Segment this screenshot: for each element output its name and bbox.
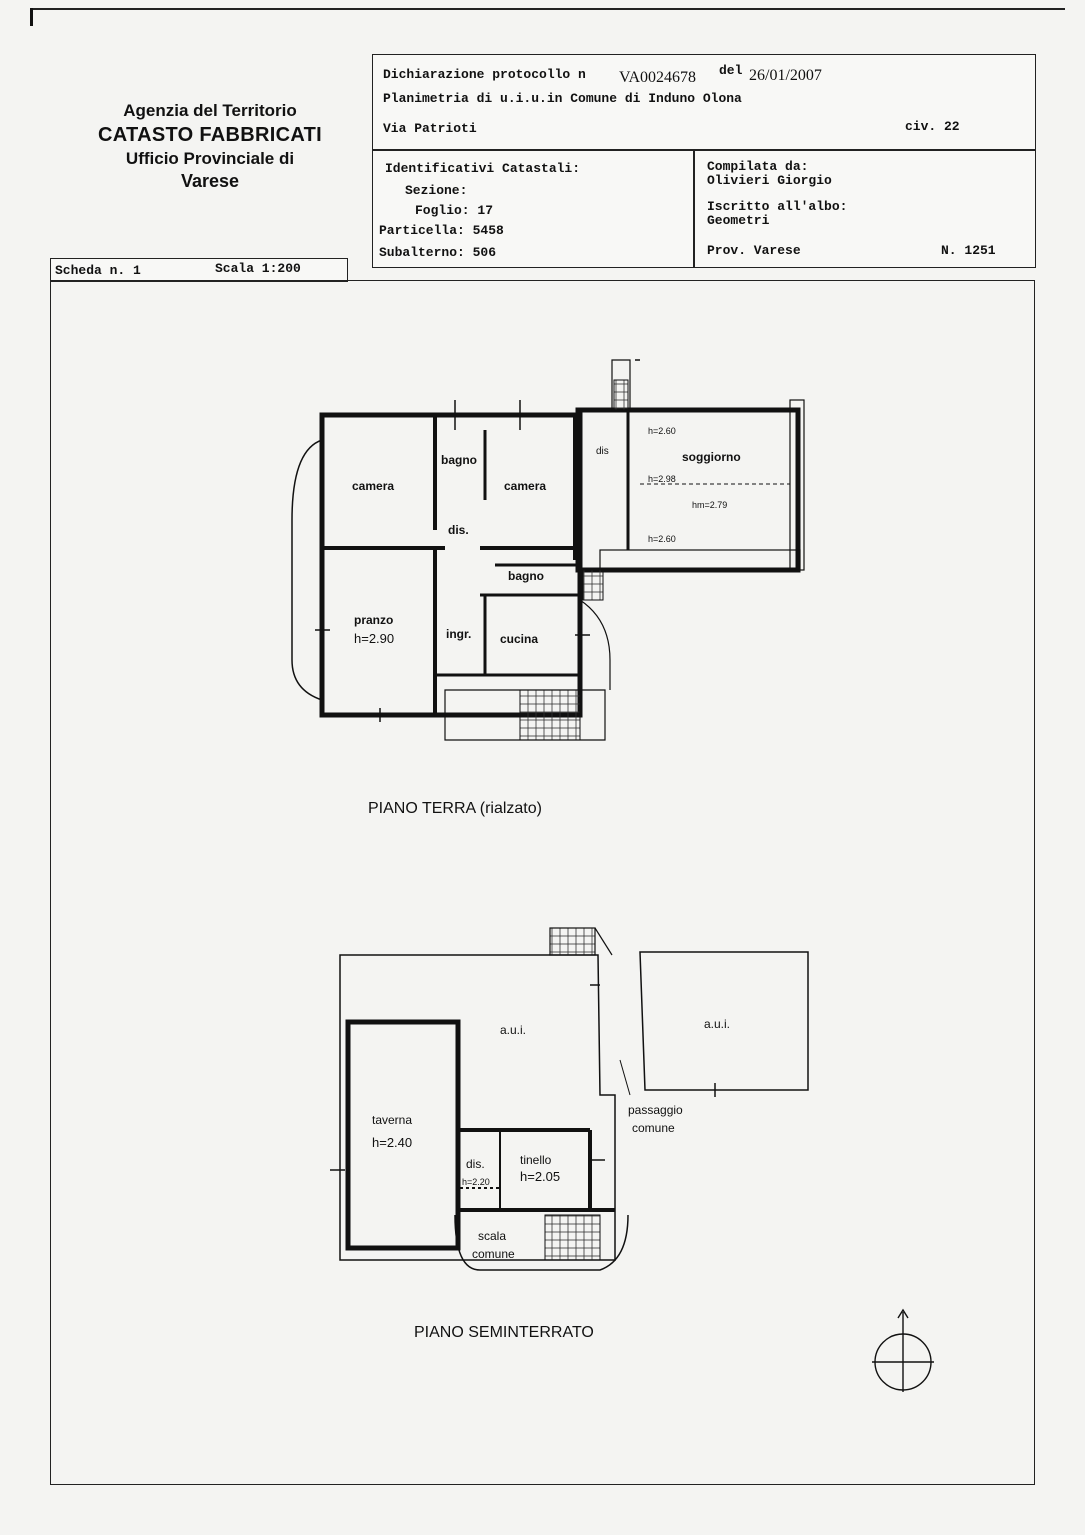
agency-name: Agenzia del Territorio [123, 101, 297, 120]
room-aui-2: a.u.i. [704, 1017, 730, 1031]
declaration-label: Dichiarazione protocollo n [383, 67, 586, 82]
planimetry-line: Planimetria di u.i.u.in Comune di Induno… [383, 91, 742, 106]
albo-label: Iscritto all'albo: [707, 199, 848, 214]
agency-block: Agenzia del Territorio CATASTO FABBRICAT… [85, 100, 335, 194]
declaration-date: 26/01/2007 [749, 67, 822, 84]
header-column-divider [693, 149, 695, 267]
basement-labels: a.u.i. a.u.i. passaggio comune taverna h… [372, 1017, 730, 1261]
basement-plan [330, 927, 809, 1271]
basement-taverna-walls [345, 1019, 461, 1251]
top-tick [30, 8, 33, 26]
ground-floor-labels: camera bagno camera dis. dis h=2.60 sogg… [352, 426, 741, 646]
room-soggiorno: soggiorno [682, 450, 741, 464]
ground-terrace-left [291, 439, 323, 701]
height-hm-279: hm=2.79 [692, 500, 727, 510]
albo-value: Geometri [707, 213, 770, 228]
declaration-date-label: del [719, 63, 743, 78]
ground-floor-plan [291, 359, 805, 741]
basement-outer-wall [339, 954, 616, 1261]
street: Via Patrioti [383, 121, 477, 136]
scala-line-1: scala [478, 1229, 506, 1243]
passaggio-line-1: passaggio [628, 1103, 683, 1117]
ground-living-wing [575, 407, 801, 573]
scala-line-2: comune [472, 1247, 515, 1261]
room-taverna-height: h=2.40 [372, 1135, 412, 1150]
room-aui-1: a.u.i. [500, 1023, 526, 1037]
top-rule [30, 8, 1065, 10]
identifier-foglio: Foglio: 17 [415, 203, 494, 218]
identifier-sezione: Sezione: [405, 183, 468, 198]
declaration-number: VA0024678 [619, 69, 697, 86]
agency-office: Ufficio Provinciale di [125, 149, 295, 169]
compiler-label: Compilata da: [707, 159, 809, 174]
room-pranzo-height: h=2.90 [354, 631, 394, 646]
compiler-number: N. 1251 [941, 243, 996, 258]
civic-number: civ. 22 [905, 119, 960, 134]
agency-city: Varese [180, 171, 240, 192]
room-camera-1: camera [352, 479, 394, 493]
passaggio-line-2: comune [632, 1121, 675, 1135]
room-tinello-height: h=2.05 [520, 1169, 560, 1184]
room-ingresso: ingr. [446, 627, 471, 641]
room-dis-height: h=2.20 [462, 1177, 490, 1187]
room-tinello: tinello [520, 1153, 552, 1167]
room-pranzo: pranzo [354, 613, 393, 627]
basement-aui-right [639, 951, 809, 1091]
height-260-a: h=2.60 [648, 426, 676, 436]
room-camera-2: camera [504, 479, 546, 493]
ground-floor-title: PIANO TERRA (rialzato) [368, 800, 542, 817]
compiler-prov: Prov. Varese [707, 243, 801, 258]
room-cucina: cucina [500, 632, 538, 646]
room-dis: dis. [448, 523, 469, 537]
sheet-number: Scheda n. 1 [55, 263, 141, 278]
room-dis-basement: dis. [466, 1157, 485, 1171]
declaration-box: Dichiarazione protocollo n VA0024678 del… [372, 54, 1036, 268]
sheet-box: Scheda n. 1 Scala 1:200 [50, 258, 348, 282]
height-298: h=2.98 [648, 474, 676, 484]
room-dis-small: dis [596, 446, 609, 457]
identifier-subalterno: Subalterno: 506 [379, 245, 497, 260]
height-260-b: h=2.60 [648, 534, 676, 544]
room-bagno-2: bagno [508, 569, 544, 583]
identifier-particella: Particella: 5458 [379, 223, 504, 238]
agency-service: CATASTO FABBRICATI [98, 124, 322, 147]
header-divider [373, 149, 1035, 151]
room-bagno-1: bagno [441, 453, 477, 467]
compiler-name: Olivieri Giorgio [707, 173, 832, 188]
identifiers-title: Identificativi Catastali: [385, 161, 581, 176]
drawing-frame [50, 280, 1035, 1485]
sheet-scale: Scala 1:200 [215, 261, 301, 276]
basement-title: PIANO SEMINTERRATO [414, 1324, 594, 1341]
north-arrow-icon [872, 1308, 934, 1392]
room-taverna: taverna [372, 1113, 412, 1127]
